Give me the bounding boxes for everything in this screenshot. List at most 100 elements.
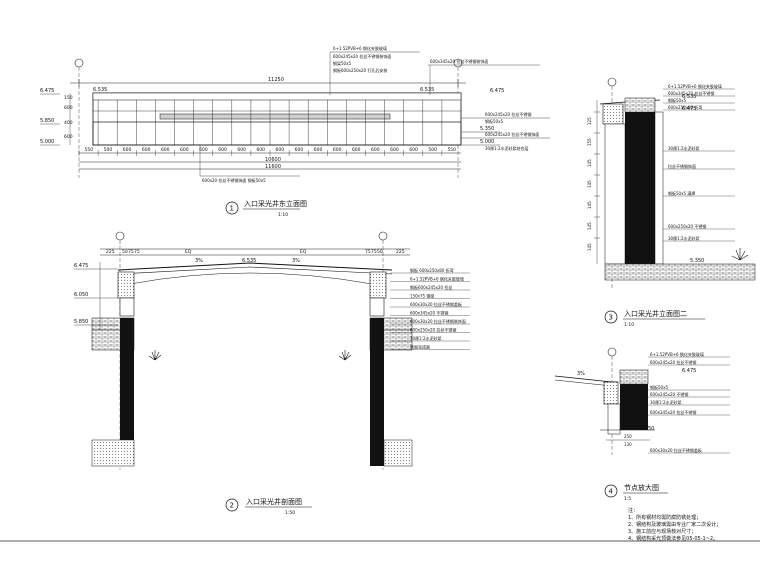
d1-elev-left-3: 5.000: [40, 139, 54, 145]
d3-callout: 6+1.52PVB+6 钢化夹胶玻璃: [668, 83, 722, 89]
d1-side-dim-4: 600: [64, 134, 73, 140]
d3-side-dim: 145: [587, 159, 592, 167]
d3-side-dim: 145: [587, 180, 592, 188]
d4-dim-1: 250: [624, 434, 632, 439]
d1-callout-right-1: 600x245x20 拉丝不锈钢: [485, 111, 531, 117]
d3-callout: 钢板50x5 满焊: [668, 190, 695, 196]
d3-elev-1: 6.535: [682, 94, 696, 100]
d2-top-dim: 75: [134, 249, 140, 255]
d1-bottom-seg: 600: [161, 147, 170, 153]
d4-callout: 6+1.52PVB+6 钢化夹胶玻璃: [650, 351, 704, 357]
d4-scale: 1:5: [624, 496, 631, 502]
d4-callout: 600x30x20 拉丝不锈钢盖板: [650, 447, 702, 453]
d2-top-dim: 50: [122, 249, 128, 255]
d4-callout: 钢板50x5: [650, 384, 668, 390]
d1-bottom-seg: 600: [409, 147, 418, 153]
d1-callout-right-4: 30厚1:2水泥砂浆结合层: [485, 145, 529, 151]
d1-callout-bottom: 600x20 拉丝不锈钢饰面 钢板50x5: [202, 177, 266, 183]
d1-callout-right-3: 600x245x20 拉丝不锈钢饰面: [485, 131, 539, 137]
d4-callout: 30厚1:2水泥砂浆: [650, 399, 682, 405]
d3-callout: 600x250x20 不锈钢: [668, 223, 706, 229]
d2-title-circle: [225, 498, 239, 512]
general-notes: 注： 1、所有钢材均需防腐防锈处理； 2、钢结构及玻璃需由专业厂家二次设计； 3…: [628, 508, 756, 543]
d1-bottom-seg: 550: [85, 147, 94, 153]
d3-side-dim: 145: [587, 243, 592, 251]
d1-elev-right-1: 6.475: [490, 88, 504, 94]
d4-circle-number: 4: [609, 488, 614, 496]
d1-bottom-overall: 11600: [265, 164, 281, 170]
d1-top-left: 6.535: [93, 87, 107, 93]
d4-slope: 3%: [577, 371, 585, 377]
d1-bottom-seg: 600: [333, 147, 342, 153]
note-item-1: 1、所有钢材均需防腐防锈处理；: [628, 515, 702, 521]
d2-top-dim: 50: [377, 249, 383, 255]
d2-callout: 600x250x20 拉丝不锈钢: [410, 327, 456, 333]
d2-callout: 600x30x20 拉丝不锈钢装饰面: [410, 318, 466, 324]
note-item-3: 3、施工前应与现场核对尺寸；: [628, 529, 697, 535]
d2-circle-number: 2: [230, 502, 234, 510]
drawing-4-node-detail: 3% 6.475 6.050 250 130 6+1.52PVB+6 钢化夹胶玻…: [554, 347, 730, 502]
d1-title-circle: [225, 201, 239, 215]
d1-bottom-seg: 600: [352, 147, 361, 153]
d3-elev-3: 5.350: [690, 258, 704, 264]
d4-elev-2: 6.050: [640, 426, 654, 432]
d1-side-dim-1: 150: [64, 95, 73, 101]
d3-circle-number: 3: [609, 314, 613, 322]
d1-callout-top-2: 600x245x20 拉丝不锈钢装饰面: [333, 53, 391, 59]
d1-title: 入口采光井东立面图: [244, 199, 307, 208]
d1-callout-top-3: 钢梁50x5: [333, 60, 351, 66]
d3-side-dim: 145: [587, 201, 592, 209]
d1-bottom-seg: 600: [295, 147, 304, 153]
d1-bottom-seg: 600: [371, 147, 380, 153]
d1-elev-right-2: 5.350: [480, 126, 494, 132]
d3-callout: 600x345x20 拉丝不锈钢: [668, 90, 714, 96]
d1-elev-left-1: 6.475: [40, 88, 54, 94]
d2-top-dim: EQ: [300, 249, 307, 255]
d2-callout: 600x30x20 拉丝不锈钢盖板: [410, 301, 462, 307]
d1-bottom-seg: 500: [428, 147, 437, 153]
notes-heading: 注：: [628, 508, 639, 514]
d2-callout: 30厚1:2水泥砂浆: [410, 335, 442, 341]
d2-scale: 1:50: [285, 510, 295, 516]
d2-callout: 600x345x20 不锈钢: [410, 310, 448, 316]
d1-bottom-mid-total: 10600: [265, 157, 281, 163]
d2-callout: 150x75 钢梁: [410, 293, 434, 299]
d1-elev-right-3: 5.000: [480, 139, 494, 145]
d3-callout: 30厚1:2水泥砂浆: [668, 145, 700, 151]
d2-top-dim: 225: [396, 249, 405, 255]
d1-callout-right-2: 钢板50x5: [485, 118, 503, 124]
d4-callout: 600x245x20 拉丝不锈钢: [650, 359, 696, 365]
d1-side-dim-3: 400: [64, 120, 73, 126]
d2-title: 入口采光井剖面图: [246, 497, 302, 506]
d2-top-dim: 75: [365, 249, 371, 255]
d1-top-right: 6.535: [420, 87, 434, 93]
d2-top-dim: 75: [128, 249, 134, 255]
d1-bottom-seg: 600: [142, 147, 151, 153]
d4-title-circle: [604, 484, 618, 498]
d1-callout-top-1: 6+1.52PVB+6 钢化夹胶玻璃: [333, 45, 387, 51]
d1-bottom-seg: 600: [276, 147, 285, 153]
d1-circle-number: 1: [230, 205, 234, 213]
d2-top-dim: EQ: [185, 249, 192, 255]
d1-bottom-seg: 600: [180, 147, 189, 153]
d2-elev-left-3: 5.850: [74, 319, 88, 325]
d2-elev-left-2: 6.050: [74, 292, 88, 298]
d3-callout: 30厚1:2水泥砂浆: [668, 235, 700, 241]
d4-dim-4: 130: [624, 442, 632, 447]
d1-bottom-seg: 600: [314, 147, 323, 153]
d4-title: 节点放大图: [624, 483, 659, 492]
d1-bottom-seg: 600: [256, 147, 265, 153]
d3-elev-2: 6.475: [682, 106, 696, 112]
d1-elev-left-2: 5.850: [40, 118, 54, 124]
d2-callout: 地面完成面: [410, 344, 430, 350]
d4-elev-1: 6.475: [682, 368, 696, 374]
d3-callout: 钢板50x5: [668, 97, 686, 103]
d2-callout: 钢板600x245x20 拉丝: [410, 284, 452, 290]
d1-side-dim-2: 600: [64, 105, 73, 111]
d3-callout: 600x250x80 折弯: [668, 104, 702, 110]
note-item-4: 4、钢结构采光顶做法参见05-05-1~2。: [628, 536, 719, 542]
d1-top-total: 11250: [268, 77, 284, 83]
d2-top-dim: 75: [371, 249, 377, 255]
